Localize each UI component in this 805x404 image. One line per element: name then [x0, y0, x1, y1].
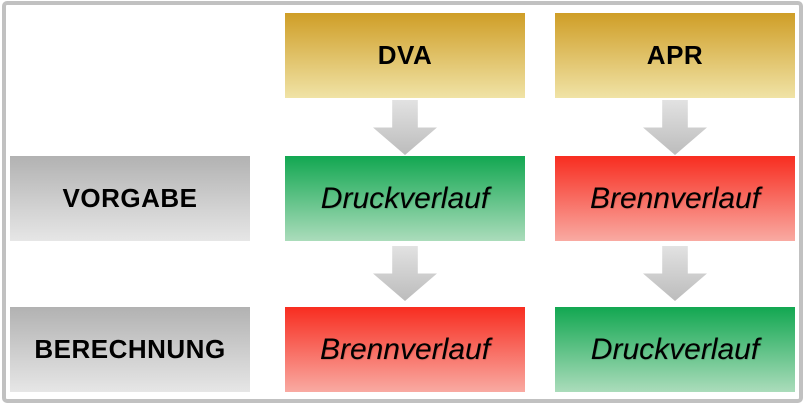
- row-label-box-vorgabe: VORGABE: [10, 156, 250, 241]
- row-label-box-berechnung: BERECHNUNG: [10, 307, 250, 392]
- cell-berechnung-dva: Brennverlauf: [285, 307, 525, 392]
- down-arrow-icon: [643, 100, 707, 155]
- cell-label-vorgabe-dva: Druckverlauf: [320, 181, 490, 215]
- header-box-apr: APR: [555, 13, 795, 98]
- cell-label-berechnung-dva: Brennverlauf: [319, 332, 491, 366]
- cell-vorgabe-apr: Brennverlauf: [555, 156, 795, 241]
- cell-label-berechnung-apr: Druckverlauf: [590, 332, 760, 366]
- header-box-dva: DVA: [285, 13, 525, 98]
- header-label-dva: DVA: [377, 40, 433, 70]
- down-arrow-icon: [373, 246, 437, 301]
- header-label-apr: APR: [646, 40, 704, 70]
- cell-vorgabe-dva: Druckverlauf: [285, 156, 525, 241]
- cell-berechnung-apr: Druckverlauf: [555, 307, 795, 392]
- row-label-berechnung: BERECHNUNG: [34, 334, 226, 364]
- down-arrow-icon: [643, 246, 707, 301]
- cell-label-vorgabe-apr: Brennverlauf: [589, 181, 761, 215]
- down-arrow-icon: [373, 100, 437, 155]
- row-label-vorgabe: VORGABE: [62, 183, 198, 213]
